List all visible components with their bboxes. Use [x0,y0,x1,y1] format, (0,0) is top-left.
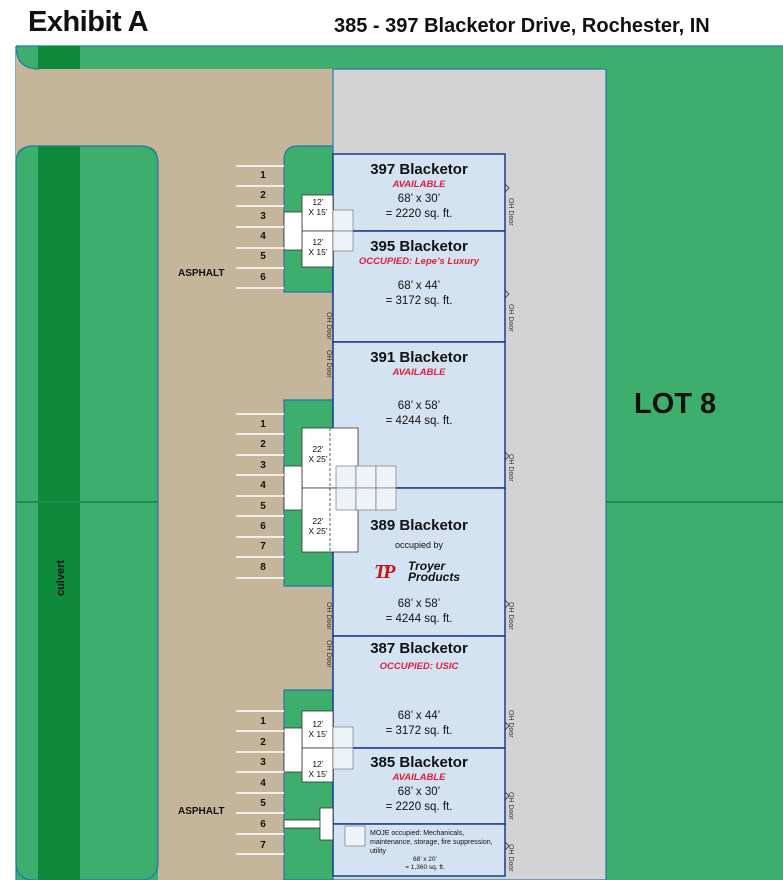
unit-status: AVAILABLE [392,772,446,783]
parking-space-number: 4 [260,777,266,789]
moje-note: MOJE occupied: Mechanicals, maintenance,… [370,830,493,855]
occupied-by-label: occupied by [394,540,444,550]
parking-space-number: 2 [260,736,266,748]
culvert [38,146,80,880]
unit-397: 397 Blacketor AVAILABLE 68’ x 30’ = 2220… [333,161,505,222]
unit-dims: 68’ x 30’ [397,193,441,205]
moje-area: = 1,360 sq. ft. [405,864,445,871]
oh-door-label: OH Door [507,710,514,738]
slot-label: 22’X 25’ [308,516,328,536]
unit-387-footprint [332,635,506,749]
unit-dims: 68’ x 30’ [397,786,441,798]
oh-door-label: OH Door [507,304,514,332]
oh-door-label: OH Door [325,350,332,378]
slot-box [301,194,334,232]
unit-name: 387 Blacketor [370,640,468,657]
culvert-top [38,46,80,69]
parking-space-number: 5 [260,798,266,810]
unit-391-footprint [332,341,506,489]
unit-385-footprint [332,747,506,825]
parking-space-number: 1 [260,716,266,727]
parking-space-number: 1 [260,419,266,430]
oh-door-label: OH Door [507,454,514,482]
parking-space-number: 6 [260,819,266,830]
asphalt-label-bottom: ASPHALT [178,806,225,817]
property-address: 385 - 397 Blacketor Drive, Rochester, IN [334,15,710,37]
unit-name: 397 Blacketor [370,161,468,178]
unit-395-footprint [332,230,506,343]
exhibit-title: Exhibit A [28,6,149,38]
unit-387: 387 Blacketor OCCUPIED: USIC 68’ x 44’ =… [333,640,505,739]
oh-door-label: OH Door [325,602,332,630]
moje-dims: 68’ x 20’ [413,856,437,863]
parking-space-number: 7 [260,839,266,851]
unit-dims: 68’ x 58’ [397,598,441,610]
parking-space-number: 4 [260,230,266,242]
unit-status: OCCUPIED: USIC [379,661,459,672]
unit-area: = 3172 sq. ft. [385,725,453,737]
unit-397-footprint [332,153,506,232]
parking-space-number: 8 [260,561,266,573]
tp-logo-icon: TP [374,561,395,583]
unit-name: 395 Blacketor [370,238,468,255]
parking-space-number: 6 [260,521,266,532]
troyer-products-logo: TP Troyer Products [374,558,474,588]
asphalt-label-top: ASPHALT [178,268,225,279]
oh-door-label: OH Door [507,602,514,630]
unit-area: = 4244 sq. ft. [385,415,453,427]
asphalt-lot [16,46,333,880]
unit-area: = 4244 sq. ft. [385,613,453,625]
unit-389-size: 68’ x 58’ = 4244 sq. ft. [333,597,505,627]
parking-space-number: 6 [260,271,266,283]
parking-space-number: 7 [260,541,266,553]
parking-space-number: 3 [260,210,266,222]
moje-size: 68’ x 20’ = 1,360 sq. ft. [400,856,450,872]
slot-label: 12’X 15’ [308,719,328,739]
unit-dims: 68’ x 58’ [397,400,441,412]
oh-door-label: OH Door [507,792,514,820]
slot-label: 12’X 15’ [308,759,328,779]
slot-label: 12’X 15’ [308,197,328,217]
parking-space-number: 2 [260,439,266,451]
unit-status: AVAILABLE [392,179,446,190]
slot-label: 12’X 15’ [308,237,328,257]
unit-395: 395 Blacketor OCCUPIED: Lepe’s Luxury 68… [333,238,505,309]
unit-dims: 68’ x 44’ [397,280,441,292]
unit-name: 391 Blacketor [370,349,468,366]
slot-label: 22’X 25’ [308,444,328,464]
unit-name: 385 Blacketor [370,754,468,771]
unit-391: 391 Blacketor AVAILABLE 68’ x 58’ = 4244… [333,349,505,429]
unit-389-footprint [332,487,506,637]
oh-door-label: OH Door [325,640,332,668]
oh-door-label: OH Door [507,844,514,872]
parking-space-number: 4 [260,480,266,492]
parking-space-number: 1 [260,170,266,181]
unit-area: = 2220 sq. ft. [385,801,453,813]
oh-door-label: OH Door [507,198,514,226]
unit-dims: 68’ x 44’ [397,710,441,722]
unit-status: OCCUPIED: Lepe’s Luxury [358,256,480,267]
parking-space-number: 3 [260,757,266,769]
parking-space-number: 5 [260,500,266,512]
parking-space-number: 5 [260,251,266,263]
unit-389: 389 Blacketor occupied by [333,517,505,550]
unit-area: = 3172 sq. ft. [385,295,453,307]
unit-name: 389 Blacketor [370,517,468,534]
unit-385: 385 Blacketor AVAILABLE 68’ x 30’ = 2220… [333,754,505,815]
unit-area: = 2220 sq. ft. [385,208,453,220]
lot-8-label: LOT 8 [634,388,717,420]
culvert-label: culvert [55,559,67,597]
culvert-island [15,145,159,880]
tenant-name: Troyer Products [408,559,461,584]
oh-door-label: OH Door [325,312,332,340]
unit-status: AVAILABLE [392,367,446,378]
parking-space-number: 3 [260,459,266,471]
parking-space-number: 2 [260,190,266,202]
